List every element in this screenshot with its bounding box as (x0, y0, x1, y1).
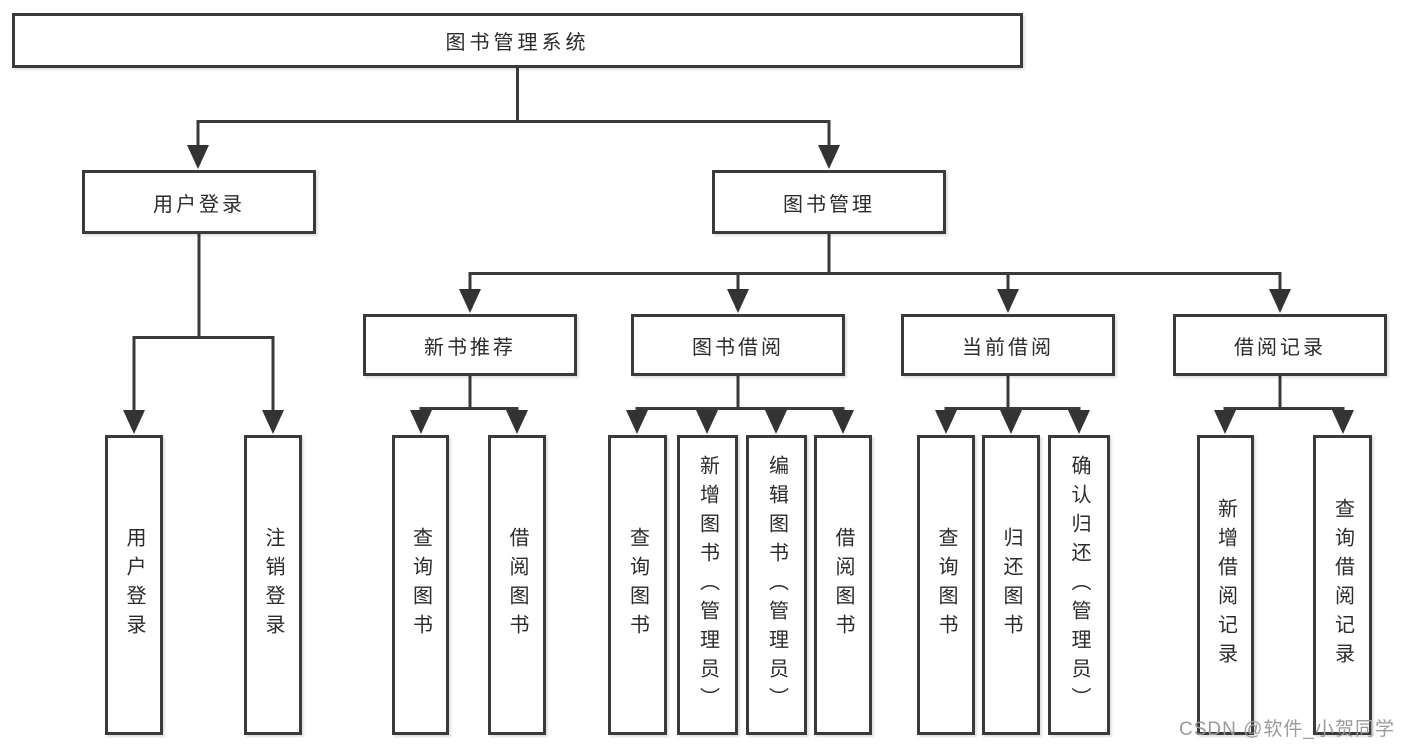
node-leaf-confirm-return-admin-label: 确认归还（管理员） (1068, 454, 1090, 716)
node-new-book-recommend-label: 新书推荐 (424, 336, 516, 359)
node-leaf-borrow-books-2: 借阅图书 (814, 435, 872, 735)
node-leaf-user-login: 用户登录 (105, 435, 163, 735)
watermark: CSDN @软件_小贺同学 (1179, 719, 1395, 740)
node-leaf-borrow-books-1-label: 借阅图书 (506, 527, 528, 643)
node-book-management-label: 图书管理 (783, 193, 875, 216)
node-leaf-add-books-admin-label: 新增图书（管理员） (696, 454, 719, 716)
node-root: 图书管理系统 (12, 13, 1023, 68)
node-leaf-query-books-3: 查询图书 (917, 435, 975, 735)
node-borrowing-records: 借阅记录 (1173, 314, 1387, 376)
node-leaf-query-books-2: 查询图书 (608, 435, 667, 735)
node-user-login-label: 用户登录 (153, 193, 245, 216)
node-leaf-edit-books-admin: 编辑图书（管理员） (746, 435, 807, 735)
node-leaf-return-books-label: 归还图书 (1000, 527, 1022, 643)
node-leaf-user-login-label: 用户登录 (123, 527, 145, 643)
node-leaf-query-books-3-label: 查询图书 (935, 527, 957, 643)
node-leaf-query-borrow-record: 查询借阅记录 (1313, 435, 1372, 735)
node-leaf-borrow-books-1: 借阅图书 (488, 435, 546, 735)
node-current-borrowing-label: 当前借阅 (962, 336, 1054, 359)
node-leaf-add-borrow-record: 新增借阅记录 (1197, 435, 1254, 735)
node-book-borrowing-label: 图书借阅 (692, 336, 784, 359)
node-root-label: 图书管理系统 (445, 32, 590, 54)
node-leaf-add-borrow-record-label: 新增借阅记录 (1214, 498, 1237, 672)
node-borrowing-records-label: 借阅记录 (1234, 336, 1326, 359)
node-current-borrowing: 当前借阅 (901, 314, 1115, 376)
node-leaf-borrow-books-2-label: 借阅图书 (832, 527, 854, 643)
node-new-book-recommend: 新书推荐 (363, 314, 577, 376)
node-leaf-query-books-2-label: 查询图书 (626, 527, 649, 643)
node-leaf-confirm-return-admin: 确认归还（管理员） (1048, 435, 1110, 735)
node-leaf-query-borrow-record-label: 查询借阅记录 (1331, 498, 1354, 672)
node-user-login: 用户登录 (82, 170, 316, 234)
arrowhead-icon (123, 145, 1354, 434)
node-leaf-add-books-admin: 新增图书（管理员） (677, 435, 738, 735)
node-leaf-edit-books-admin-label: 编辑图书（管理员） (765, 454, 788, 716)
node-leaf-return-books: 归还图书 (982, 435, 1040, 735)
node-leaf-query-books-1-label: 查询图书 (409, 527, 432, 643)
node-leaf-logout-label: 注销登录 (262, 527, 284, 643)
node-leaf-query-books-1: 查询图书 (392, 435, 449, 735)
node-book-management: 图书管理 (712, 170, 946, 234)
node-leaf-logout: 注销登录 (244, 435, 302, 735)
node-book-borrowing: 图书借阅 (631, 314, 845, 376)
